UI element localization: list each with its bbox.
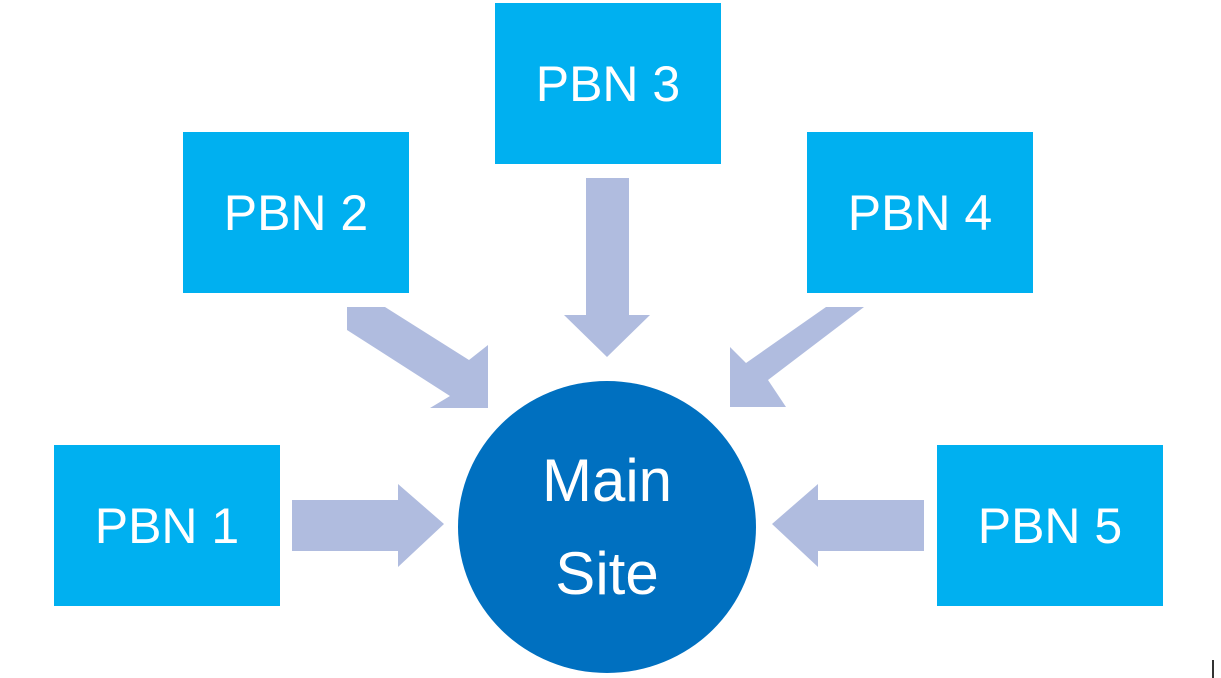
arrow-pbn2-to-main [347, 307, 488, 408]
pbn-1-label: PBN 1 [94, 497, 240, 554]
pbn-4-box: PBN 4 [807, 132, 1033, 293]
pbn-5-box: PBN 5 [937, 445, 1163, 606]
pbn-5-label: PBN 5 [977, 497, 1123, 554]
pbn-4-label: PBN 4 [847, 184, 993, 241]
corner-mark [1212, 660, 1214, 678]
arrow-pbn5-to-main [772, 484, 924, 567]
pbn-2-label: PBN 2 [223, 184, 369, 241]
arrow-pbn4-to-main [730, 307, 864, 407]
arrow-pbn1-to-main [292, 484, 444, 567]
main-site-label-line1: Main [541, 447, 673, 514]
pbn-3-label: PBN 3 [535, 55, 681, 112]
pbn-1-box: PBN 1 [54, 445, 280, 606]
pbn-3-box: PBN 3 [495, 3, 721, 164]
pbn-2-box: PBN 2 [183, 132, 409, 293]
main-site-label-line2: Site [555, 540, 659, 607]
main-site-circle: Main Site [458, 381, 756, 673]
arrow-pbn3-to-main [564, 178, 650, 357]
